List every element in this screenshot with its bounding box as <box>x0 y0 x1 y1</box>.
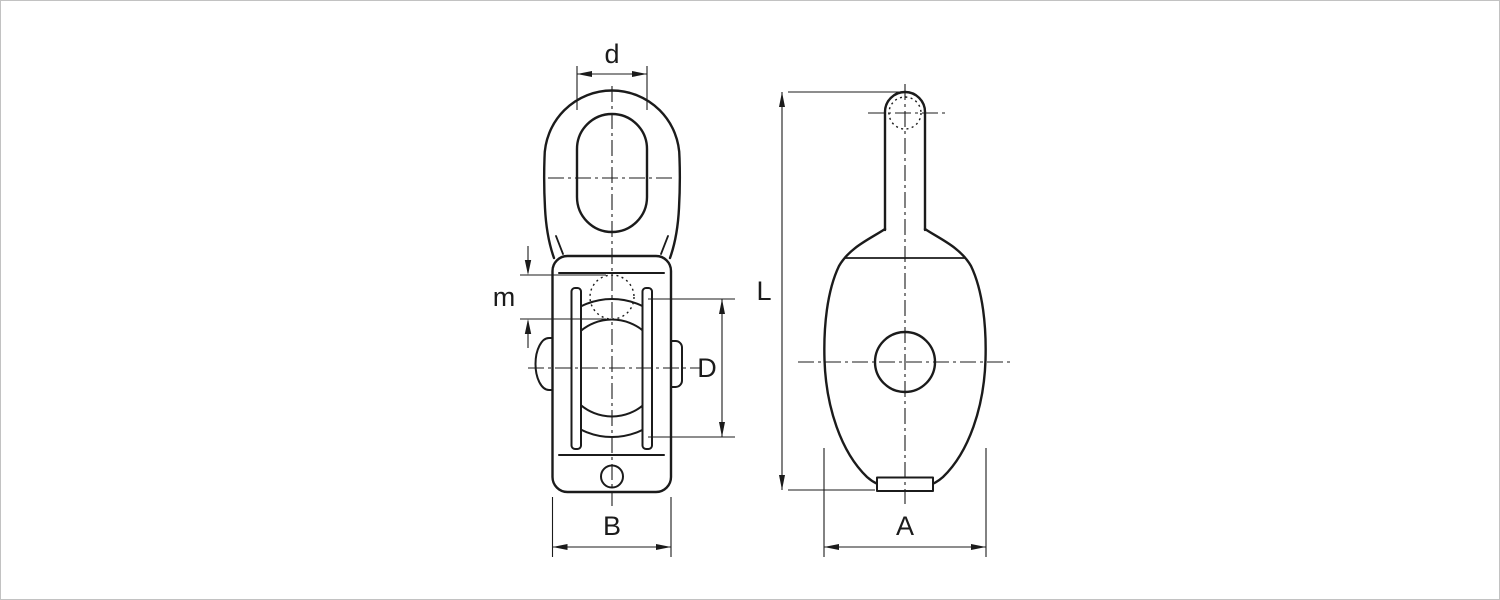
right-rail <box>641 287 653 450</box>
eye-transition-right <box>660 235 669 255</box>
front-view: d m D <box>493 39 735 557</box>
dim-m-arrow-up <box>524 319 532 334</box>
left-axle-tab <box>534 337 554 391</box>
dim-label-A: A <box>896 511 914 541</box>
dim-label-D: D <box>697 353 717 383</box>
dim-label-d: d <box>604 39 619 69</box>
left-rail <box>570 287 582 450</box>
dim-B-arrow-left <box>552 544 568 550</box>
right-axle-tab <box>670 340 683 388</box>
dimension-A: A <box>823 448 987 557</box>
eye-transition-left <box>555 235 564 255</box>
dimension-B: B <box>551 497 672 557</box>
becket-pin <box>600 464 624 489</box>
dim-label-L: L <box>756 276 771 306</box>
eye-outline <box>542 89 682 260</box>
dim-L-arrow-top <box>779 92 785 107</box>
dim-A-arrow-right <box>971 544 986 550</box>
side-view: L A <box>756 84 1012 557</box>
dim-A-arrow-left <box>824 544 839 550</box>
dim-D-arrow-top <box>719 299 725 314</box>
rope-section-circle <box>589 274 635 320</box>
dimension-D: D <box>648 298 735 438</box>
dim-label-B: B <box>603 511 621 541</box>
dim-d-arrow-left <box>577 71 592 77</box>
dim-D-arrow-bottom <box>719 422 725 437</box>
dim-B-arrow-right <box>656 544 671 550</box>
dim-d-arrow-right <box>632 71 647 77</box>
eye-hole <box>575 112 649 234</box>
dim-m-arrow-down <box>524 260 532 275</box>
dim-L-arrow-bottom <box>779 475 785 490</box>
body-outline <box>551 254 673 494</box>
dimension-d: d <box>576 39 648 110</box>
sheave-rim-circle <box>581 298 643 438</box>
dimension-m: m <box>493 246 606 348</box>
dim-label-m: m <box>493 282 516 312</box>
dimension-L: L <box>756 91 901 491</box>
